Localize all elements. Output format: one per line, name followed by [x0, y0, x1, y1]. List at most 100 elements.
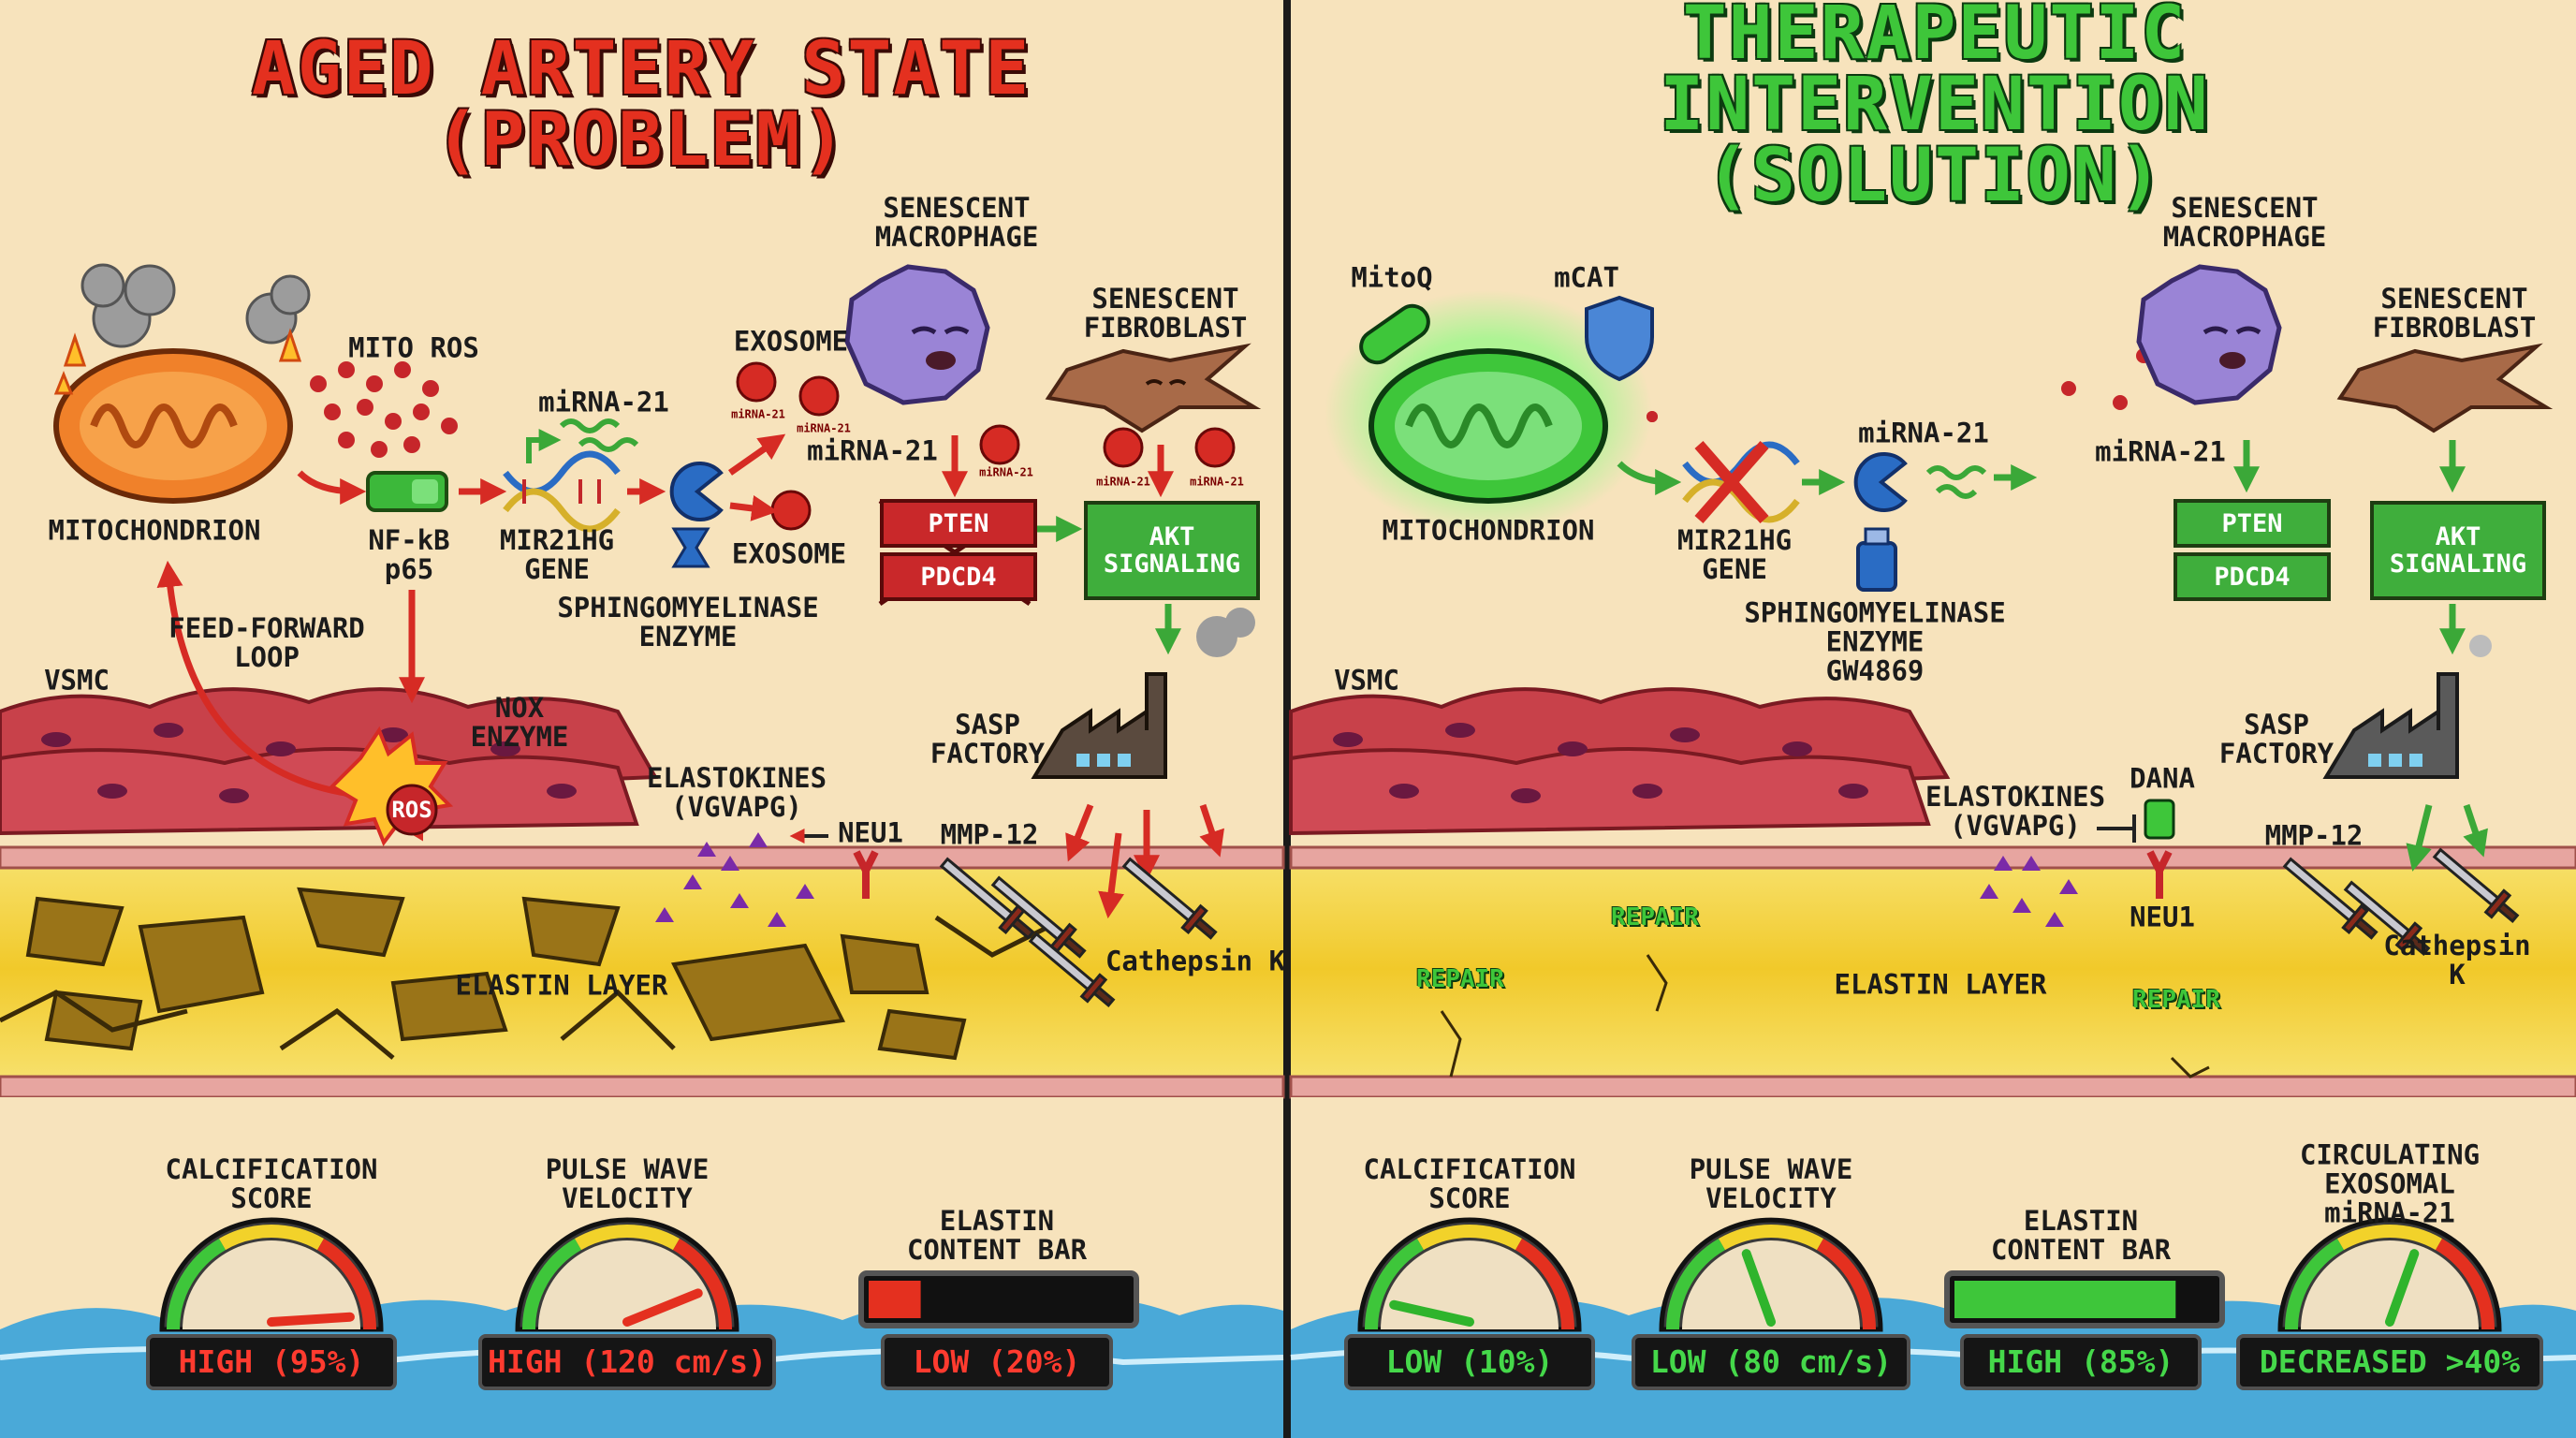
label-nfkb: NF-kB p65	[368, 524, 450, 585]
nfkb-icon	[366, 471, 448, 512]
label-exosome-mid: EXOSOME	[731, 537, 847, 570]
exosome-dots-right	[1647, 348, 2151, 422]
gauge-needle	[1389, 1299, 1474, 1327]
macrophage-icon-right	[2136, 264, 2282, 405]
label-mitoq: MitoQ	[1351, 261, 1433, 294]
panel-title-solution: THERAPEUTIC INTERVENTION (SOLUTION)	[1660, 0, 2210, 218]
label-mcat: mCAT	[1554, 261, 1619, 294]
label-neu1-right: NEU1	[2130, 901, 2195, 933]
label-sphingomyelinase: SPHINGOMYELINASE ENZYME	[557, 592, 819, 653]
ros-burst-icon	[329, 726, 454, 847]
label-feed-forward: FEED-FORWARD LOOP	[168, 612, 365, 673]
label-cathepsin-left: Cathepsin K	[1105, 945, 1286, 977]
pten-box-left: PTEN	[880, 499, 1037, 548]
readout-pwv-right: LOW (80 cm/s)	[1632, 1334, 1910, 1390]
label-elastin-layer-right: ELASTIN LAYER	[1834, 968, 2047, 1001]
label-dana: DANA	[2130, 762, 2195, 795]
label-tiny-mirna-3: miRNA-21	[979, 465, 1033, 479]
hourglass-icon	[671, 527, 710, 568]
block-cross-icon	[1694, 441, 1769, 523]
receptor-icon-right	[2146, 850, 2173, 899]
repair-badge-1: REPAIR	[1416, 965, 1504, 993]
elastin-bar-right	[1944, 1270, 2225, 1328]
gauge-needle	[2385, 1249, 2420, 1327]
gauge-label-pwv-right: PULSE WAVE VELOCITY	[1689, 1153, 1853, 1214]
label-mmp12-right: MMP-12	[2264, 819, 2364, 852]
readout-elastin-left: LOW (20%)	[881, 1334, 1113, 1390]
label-senescent-fibroblast-right: SENESCENT FIBROBLAST	[2372, 283, 2537, 344]
repair-badge-3: REPAIR	[2132, 986, 2220, 1014]
label-mirna21-macrophage: miRNA-21	[807, 434, 938, 467]
gauge-label-calcification-right: CALCIFICATION SCORE	[1363, 1153, 1576, 1214]
label-sasp-right: SASP FACTORY	[2218, 709, 2334, 770]
pdcd4-box-right: PDCD4	[2174, 552, 2331, 601]
macrophage-icon-left	[844, 264, 990, 405]
mitochondrion-icon	[53, 348, 293, 504]
label-sphingomyelinase-right: SPHINGOMYELINASE ENZYME GW4869	[1744, 596, 2006, 687]
label-cathepsin-right: Cathepsin K	[2383, 930, 2531, 990]
elastin-bar-left	[858, 1270, 1139, 1328]
label-tiny-mirna-5: miRNA-21	[1190, 475, 1244, 489]
factory-icon-right	[2322, 635, 2492, 779]
vessel-wall-right	[1289, 687, 2576, 1135]
label-elastokines-left: ELASTOKINES (VGVAPG)	[646, 762, 827, 823]
readout-pwv-left: HIGH (120 cm/s)	[478, 1334, 776, 1390]
receptor-icon-left	[853, 850, 879, 899]
gauge-icon	[1357, 1217, 1582, 1332]
label-senescent-fibroblast: SENESCENT FIBROBLAST	[1083, 283, 1248, 344]
gauge-label-pwv-left: PULSE WAVE VELOCITY	[545, 1153, 710, 1214]
gauge-group	[159, 1217, 2502, 1332]
label-elastin-layer-left: ELASTIN LAYER	[455, 969, 668, 1002]
mitochondrion-icon-healthy	[1368, 348, 1608, 504]
panel-title-problem: AGED ARTERY STATE (PROBLEM)	[251, 27, 1032, 183]
label-mmp12-left: MMP-12	[940, 818, 1039, 851]
readout-elastin-right: HIGH (85%)	[1960, 1334, 2202, 1390]
label-tiny-mirna-1: miRNA-21	[731, 407, 785, 421]
readout-calcification-left: HIGH (95%)	[146, 1334, 397, 1390]
panel-divider	[1283, 0, 1291, 1438]
label-mir21hg: MIR21HG GENE	[499, 524, 615, 585]
label-sasp-left: SASP FACTORY	[929, 709, 1046, 770]
label-neu1-left: NEU1	[838, 816, 903, 849]
elastokine-triangles-left	[655, 832, 814, 927]
label-mitochondrion: MITOCHONDRION	[48, 514, 261, 547]
fibroblast-icon-right	[2336, 343, 2554, 433]
sword-icon-right	[2282, 847, 2520, 957]
elastokine-triangles-right	[1980, 856, 2078, 927]
label-exosome-top: EXOSOME	[733, 325, 849, 358]
gauge-needle	[1741, 1249, 1776, 1327]
exosome-icon-left	[736, 361, 1236, 531]
label-mir21hg-right: MIR21HG GENE	[1676, 524, 1793, 585]
repair-badge-2: REPAIR	[1611, 903, 1699, 932]
pill-icon	[1359, 303, 1430, 365]
label-ros: ROS	[391, 797, 432, 823]
vial-icon	[1856, 527, 1897, 592]
dana-vial-icon	[2144, 799, 2175, 840]
enzyme-icon-right	[1853, 452, 1908, 512]
gauge-needle	[267, 1312, 355, 1327]
label-mirna21-top: miRNA-21	[538, 386, 669, 418]
label-senescent-macrophage-right: SENESCENT MACROPHAGE	[2162, 192, 2327, 253]
pten-box-right: PTEN	[2174, 499, 2331, 548]
gauge-label-mirna21-right: CIRCULATING EXOSOMAL miRNA-21	[2299, 1138, 2481, 1229]
sword-icon-left	[939, 857, 1218, 1008]
arrow-dna-mirna	[526, 429, 562, 463]
factory-icon-left	[1031, 608, 1255, 779]
label-mitochondrion-right: MITOCHONDRION	[1382, 514, 1595, 547]
shield-icon	[1585, 295, 1654, 382]
mirna-squiggle-left	[559, 418, 639, 452]
label-mirna21-macrophage-right: miRNA-21	[2095, 435, 2226, 468]
label-mito-ros: MITO ROS	[348, 331, 479, 364]
akt-box-left: AKT SIGNALING	[1084, 501, 1260, 600]
smoke-icon	[80, 263, 311, 348]
readout-calcification-right: LOW (10%)	[1344, 1334, 1595, 1390]
akt-box-right: AKT SIGNALING	[2370, 501, 2546, 600]
dna-icon-left	[503, 450, 621, 533]
mirna-squiggle-right	[1925, 465, 1987, 499]
label-mirna21-right: miRNA-21	[1858, 417, 1989, 449]
gauge-icon	[2277, 1217, 2502, 1332]
label-vsmc-left: VSMC	[44, 664, 110, 697]
bar-label-elastin-right: ELASTIN CONTENT BAR	[1990, 1205, 2172, 1266]
gauge-needle	[622, 1288, 703, 1327]
